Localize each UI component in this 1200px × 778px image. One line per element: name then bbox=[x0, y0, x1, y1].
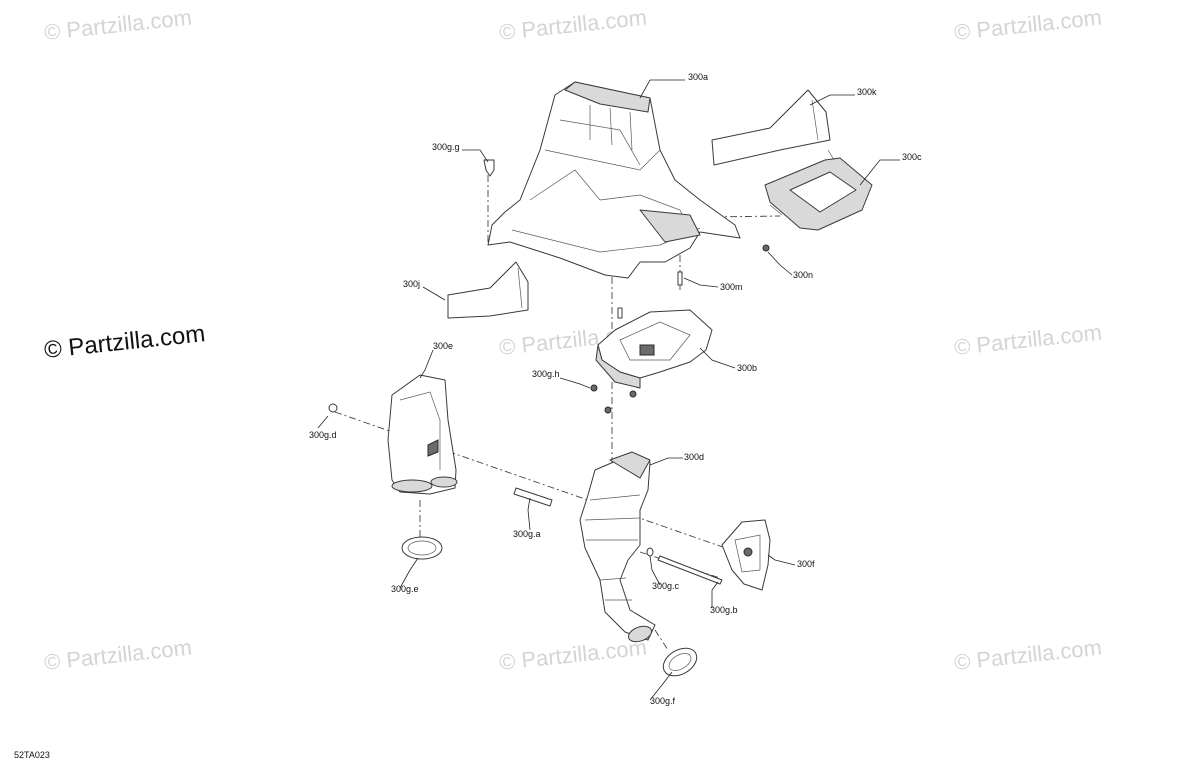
screw-300m-2 bbox=[617, 307, 623, 319]
callout-300d: 300d bbox=[684, 452, 704, 462]
clamps bbox=[401, 536, 698, 677]
watermark-middle-right: © Partzilla.com bbox=[953, 320, 1103, 360]
callout-300b: 300b bbox=[737, 363, 757, 373]
washer-300g-c bbox=[646, 547, 654, 557]
part-300a-console bbox=[487, 81, 741, 279]
screw-300g-h-3 bbox=[629, 390, 637, 398]
watermark-strong: © Partzilla.com bbox=[43, 320, 207, 364]
callout-300g-a: 300g.a bbox=[513, 529, 541, 539]
clamp-300g-f bbox=[662, 647, 698, 677]
callout-300j: 300j bbox=[403, 279, 420, 289]
part-300d-intake bbox=[579, 451, 656, 643]
clamp-300g-e bbox=[401, 536, 443, 560]
diagram-code: 52TA023 bbox=[14, 750, 50, 760]
leader-lines bbox=[317, 79, 900, 701]
callout-300g-c: 300g.c bbox=[652, 581, 680, 591]
screw-300g-h-2 bbox=[604, 406, 612, 414]
nut-300n bbox=[762, 244, 770, 252]
callout-300g-d: 300g.d bbox=[309, 430, 337, 440]
callout-300g-e: 300g.e bbox=[391, 584, 419, 594]
part-300k-decal bbox=[711, 89, 831, 166]
washer-300g-d bbox=[328, 403, 338, 413]
callout-300a: 300a bbox=[688, 72, 708, 82]
watermark-bottom-center: © Partzilla.com bbox=[498, 635, 648, 675]
callout-300e: 300e bbox=[433, 341, 453, 351]
assembly-line-clamp-right bbox=[654, 629, 669, 651]
part-300e-duct bbox=[387, 374, 458, 495]
callout-labels: 300a 300k 300c 300g.g 300n 300m 300j 300… bbox=[309, 72, 922, 706]
screw-300g-h-1 bbox=[590, 384, 598, 392]
callout-300g-f: 300g.f bbox=[650, 696, 676, 706]
watermark-top-left: © Partzilla.com bbox=[43, 5, 193, 45]
callout-300g-g: 300g.g bbox=[432, 142, 460, 152]
watermark-top-right: © Partzilla.com bbox=[953, 5, 1103, 45]
callout-300k: 300k bbox=[857, 87, 877, 97]
callout-300n: 300n bbox=[793, 270, 813, 280]
bolt-300g-b bbox=[657, 555, 723, 585]
callout-300f: 300f bbox=[797, 559, 815, 569]
screw-300m bbox=[677, 271, 683, 286]
tube-300g-a bbox=[513, 487, 553, 507]
watermark-top-center: © Partzilla.com bbox=[498, 5, 648, 45]
pin-300g-g bbox=[483, 159, 495, 177]
watermark-bottom-left: © Partzilla.com bbox=[43, 635, 193, 675]
part-300c-cover bbox=[764, 149, 873, 231]
part-300j-decal bbox=[447, 261, 529, 319]
callout-300g-h: 300g.h bbox=[532, 369, 560, 379]
watermark-bottom-right: © Partzilla.com bbox=[953, 635, 1103, 675]
callout-300c: 300c bbox=[902, 152, 922, 162]
part-300b-bracket bbox=[595, 309, 713, 389]
callout-300m: 300m bbox=[720, 282, 743, 292]
callout-300g-b: 300g.b bbox=[710, 605, 738, 615]
part-300f-plate bbox=[721, 519, 771, 591]
